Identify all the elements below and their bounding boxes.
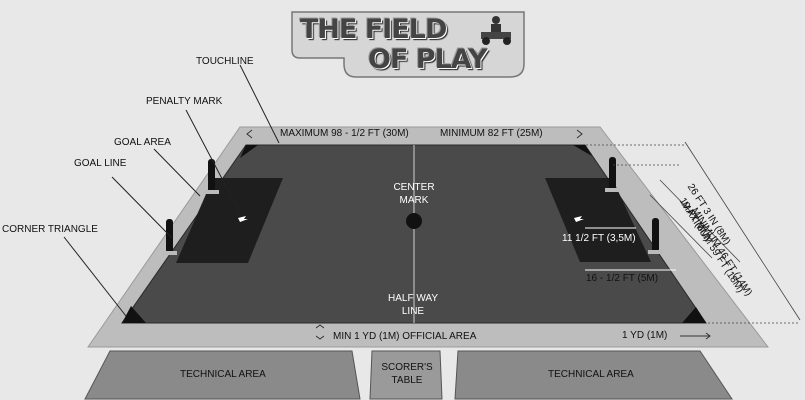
goal-line-label: GOAL LINE <box>74 158 127 169</box>
logo-line-2: OF PLAY <box>368 44 488 75</box>
goal-area-right <box>545 178 651 262</box>
technical-area-right <box>454 350 733 400</box>
half-way-line-label-2: LINE <box>401 306 425 317</box>
half-way-line-label-1: HALF WAY <box>387 293 438 304</box>
penalty-mark-left <box>238 216 248 222</box>
center-mark-label-1: CENTER <box>393 182 435 193</box>
scorers-table-label-1: SCORER'S <box>381 362 433 373</box>
corner-triangle-top-right <box>573 145 592 156</box>
logo-background <box>291 11 525 78</box>
min-length-label: MINIMUM 82 FT (25M) <box>440 128 543 139</box>
touchline-label: TOUCHLINE <box>196 56 254 67</box>
goal-area-label: GOAL AREA <box>114 137 171 148</box>
goal-area-width-label: 16 - 1/2 FT (5M) <box>586 273 659 284</box>
penalty-distance-label: 11 1/2 FT (3,5M) <box>562 233 636 244</box>
logo-line-1: THE FIELD <box>300 14 447 45</box>
mower-icon <box>481 16 511 45</box>
leader-lines <box>63 64 280 317</box>
max-length-label: MAXIMUM 98 - 1/2 FT (30M) <box>280 128 409 139</box>
goal-post-left-back <box>204 159 219 194</box>
technical-area-left-label: TECHNICAL AREA <box>180 369 266 380</box>
scorers-table <box>369 350 443 400</box>
scorers-table-label-2: TABLE <box>391 375 423 386</box>
side-dimension-lines <box>586 141 801 324</box>
corner-triangle-label: CORNER TRIANGLE <box>2 224 98 235</box>
goal-area-left <box>176 178 283 263</box>
center-mark-label-2: MARK <box>399 195 429 206</box>
goal-post-right-front <box>648 218 663 254</box>
technical-area-right-label: TECHNICAL AREA <box>548 369 634 380</box>
penalty-mark-right <box>574 216 584 222</box>
official-area-label: MIN 1 YD (1M) OFFICIAL AREA <box>333 331 477 342</box>
corner-triangle-top-left <box>240 145 258 158</box>
inner-dimension-lines <box>585 227 676 271</box>
corner-triangle-bottom-left <box>122 306 146 323</box>
length-arrows <box>246 129 711 340</box>
corner-triangle-bottom-right <box>682 307 706 323</box>
penalty-mark-label: PENALTY MARK <box>146 96 223 107</box>
one-yard-label: 1 YD (1M) <box>622 330 668 341</box>
center-mark <box>406 213 422 229</box>
logo: THE FIELD OF PLAY <box>288 8 530 81</box>
technical-area-left <box>84 350 361 400</box>
